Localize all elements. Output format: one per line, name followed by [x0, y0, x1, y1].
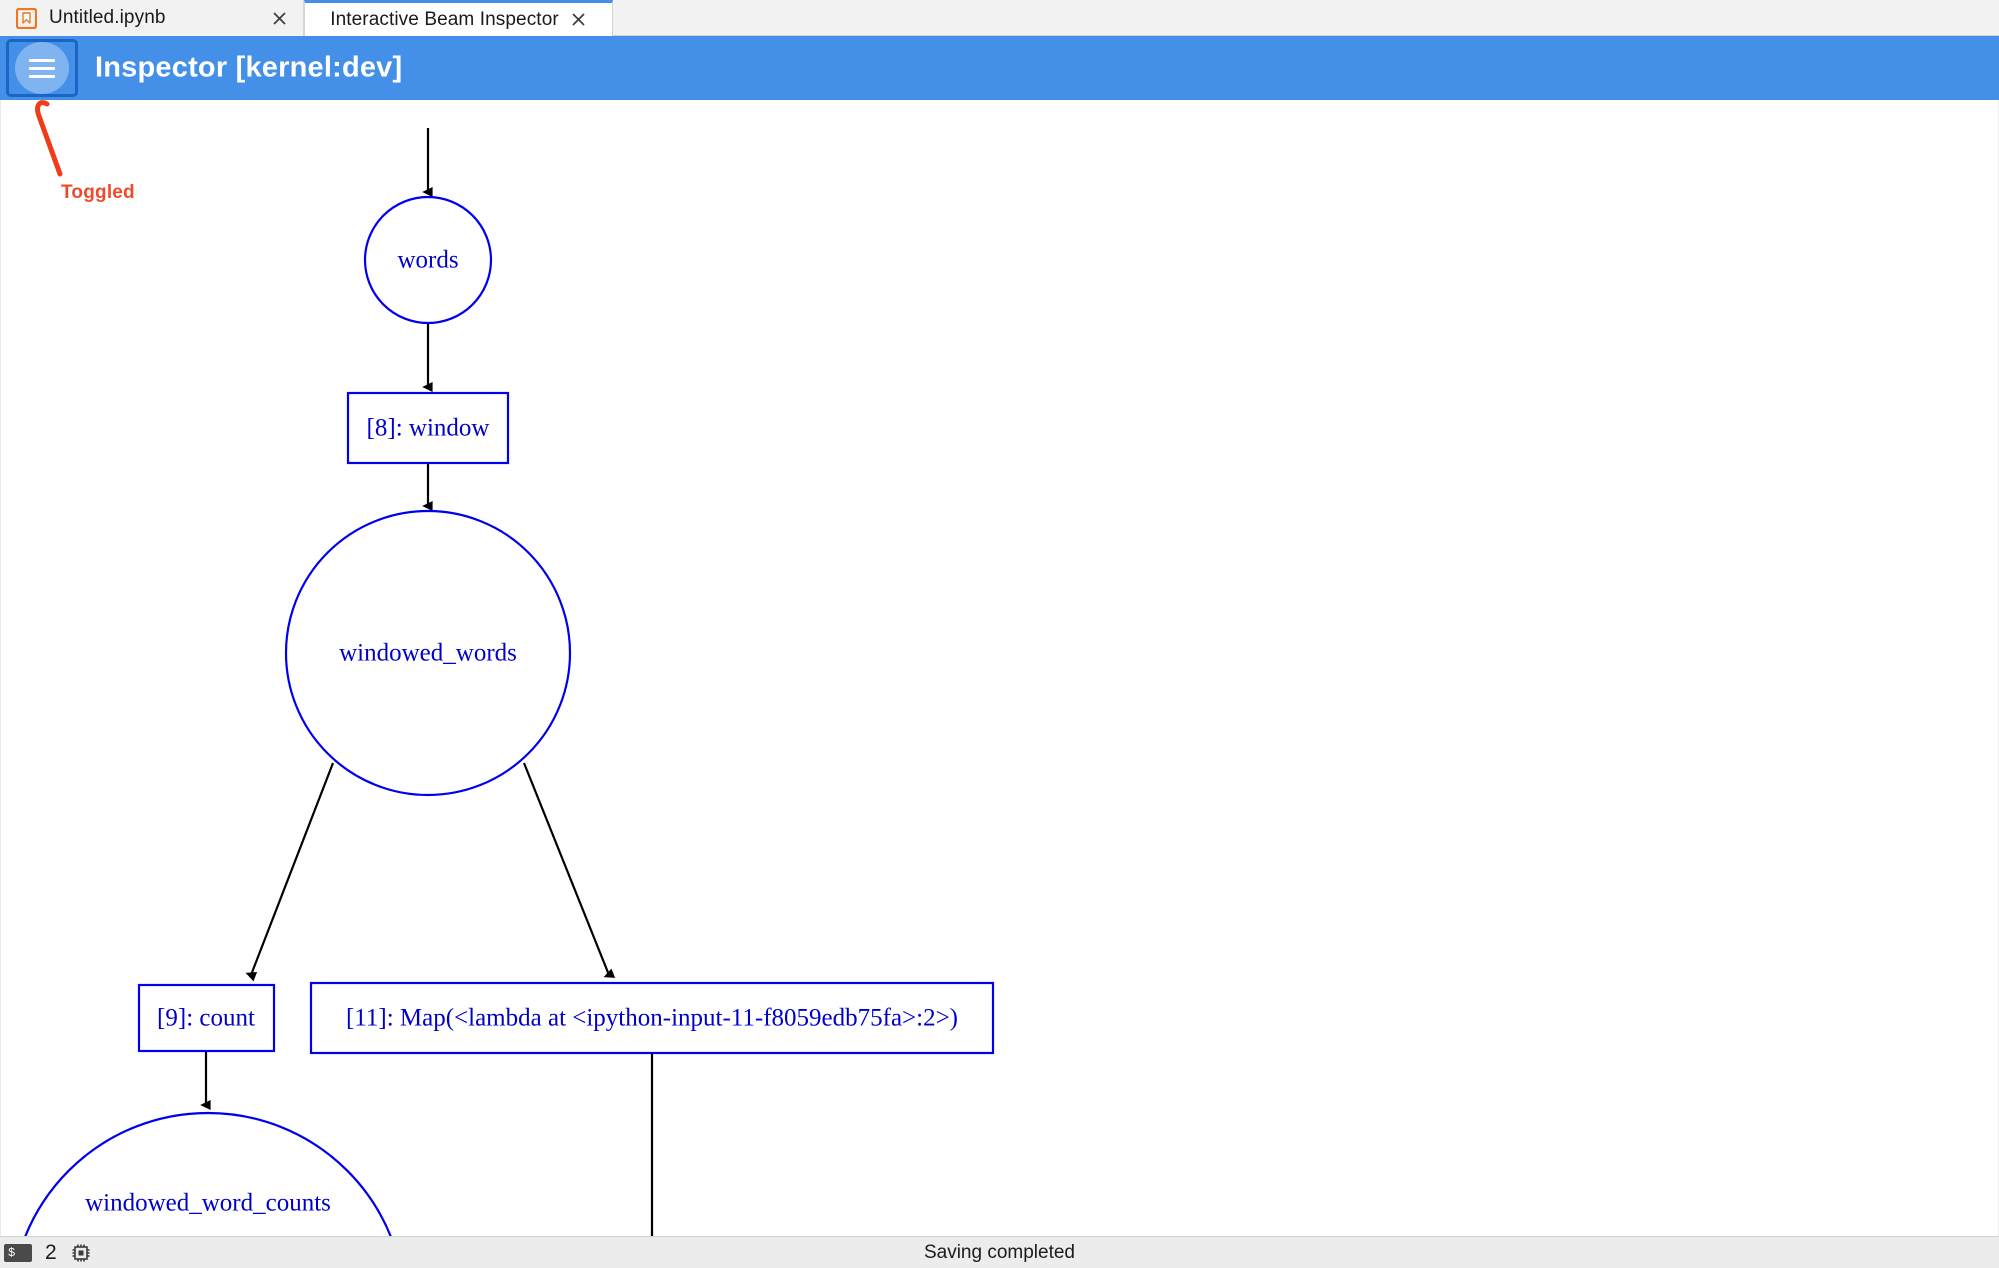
close-icon[interactable] [569, 10, 589, 30]
graph-node-window-transform[interactable]: [8]: window [346, 391, 510, 465]
node-label: windowed_word_counts [85, 1190, 331, 1217]
node-shape-box [309, 981, 995, 1055]
node-shape-ellipse [363, 195, 493, 325]
graph-node-count-transform[interactable]: [9]: count [137, 983, 276, 1053]
node-label: [8]: window [367, 415, 490, 442]
cpu-chip-icon[interactable] [70, 1242, 92, 1264]
status-bar-left: $ 2 [0, 1241, 92, 1265]
hamburger-menu-button-highlight [15, 42, 69, 94]
node-shape-ellipse [24, 1111, 392, 1236]
close-icon[interactable] [269, 8, 289, 28]
edge-windowed-words-to-map [522, 762, 616, 978]
graph-edges [200, 128, 654, 1236]
kernel-count: 2 [45, 1240, 57, 1264]
node-label: words [397, 247, 458, 274]
tab-label: Untitled.ipynb [49, 7, 166, 28]
tab-interactive-beam-inspector[interactable]: Interactive Beam Inspector [304, 0, 613, 36]
status-bar: $ 2 [0, 1236, 1999, 1268]
node-label: [9]: count [157, 1005, 255, 1032]
terminal-prompt-glyph: $ [8, 1245, 16, 1260]
node-label: windowed_words [339, 640, 517, 667]
hamburger-menu-icon [29, 58, 55, 78]
node-shape-ellipse [284, 509, 572, 797]
graph-node-windowed-word-counts[interactable]: windowed_word_counts [11, 1111, 405, 1236]
tab-bar: Untitled.ipynb Interactive Beam Inspecto… [0, 0, 1999, 36]
graph-node-windowed-words[interactable]: windowed_words [284, 509, 572, 797]
tab-bar-empty-space [613, 0, 1999, 35]
notebook-icon [15, 7, 38, 29]
node-shape-box [137, 983, 276, 1053]
hamburger-menu-button[interactable] [6, 39, 78, 97]
status-bar-center: Saving completed [0, 1242, 1999, 1264]
tab-untitled-ipynb[interactable]: Untitled.ipynb [0, 0, 304, 36]
tab-label: Interactive Beam Inspector [330, 8, 559, 30]
node-label: [11]: Map(<lambda at <ipython-input-11-f… [346, 1005, 958, 1032]
page-title: Inspector [kernel:dev] [95, 51, 403, 84]
pipeline-graph-canvas[interactable]: words [8]: window windowed_words [9]: co… [0, 100, 1999, 1236]
graph-node-words[interactable]: words [363, 195, 493, 325]
edge-windowed-words-to-count [245, 762, 335, 982]
terminal-icon[interactable]: $ [4, 1243, 32, 1262]
annotation-label: Toggled [61, 182, 135, 203]
inspector-header: Inspector [kernel:dev] [0, 36, 1999, 100]
node-shape-box [346, 391, 510, 465]
status-message: Saving completed [923, 1241, 1076, 1263]
pipeline-graph: words [8]: window windowed_words [9]: co… [11, 128, 995, 1236]
graph-node-map-transform[interactable]: [11]: Map(<lambda at <ipython-input-11-f… [309, 981, 995, 1055]
